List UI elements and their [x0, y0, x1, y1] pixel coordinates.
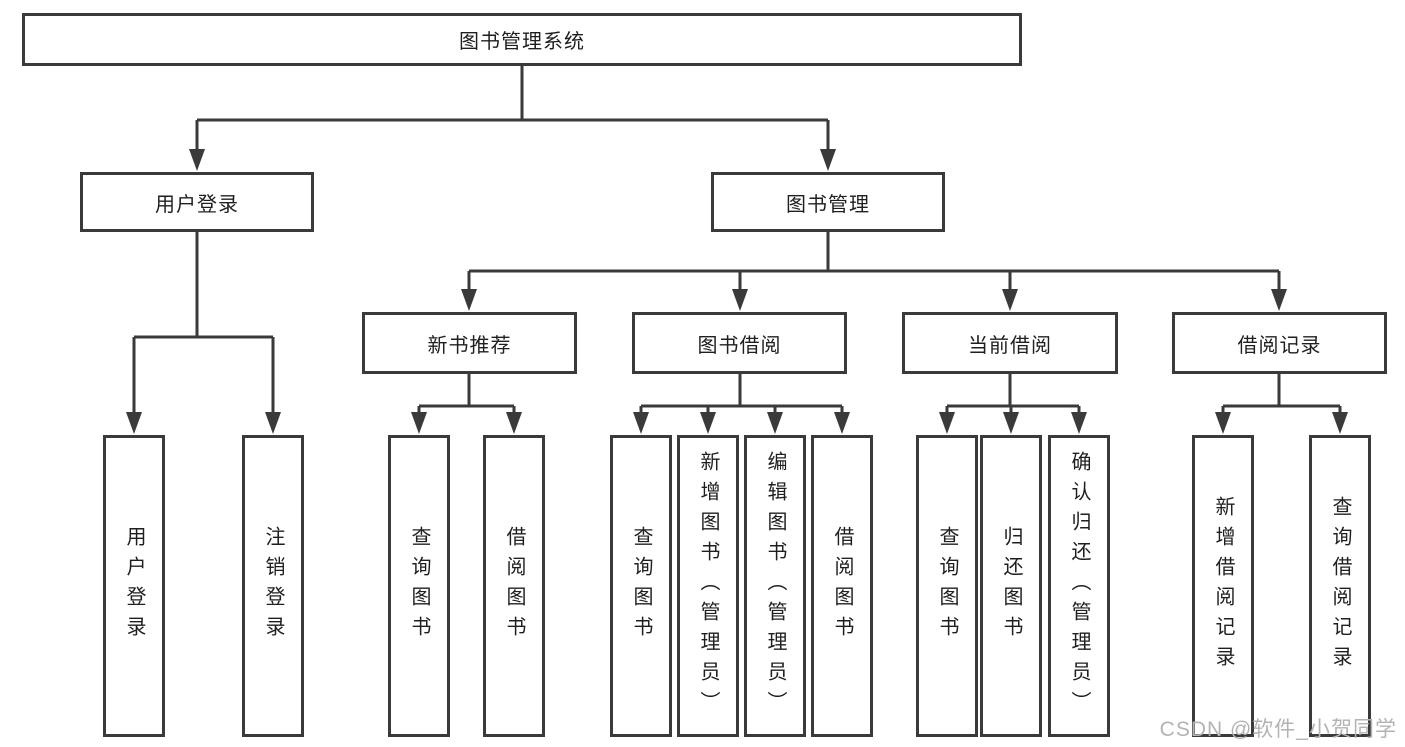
leaf-query-books-2: 查询图书: [610, 435, 672, 737]
node-label: 用户登录: [155, 193, 239, 216]
leaf-label: 新增图书（管理员）: [697, 451, 719, 721]
node-new-book-recommendation: 新书推荐: [362, 312, 577, 374]
leaf-user-login: 用户登录: [103, 435, 165, 737]
watermark: CSDN @软件_小贺同学: [1159, 718, 1397, 741]
leaf-query-borrow-record: 查询借阅记录: [1309, 435, 1371, 737]
leaf-label: 新增借阅记录: [1212, 496, 1234, 676]
leaf-label: 借阅图书: [503, 526, 525, 646]
leaf-return-books: 归还图书: [980, 435, 1042, 737]
leaf-borrow-books-1: 借阅图书: [483, 435, 545, 737]
node-current-borrowing: 当前借阅: [902, 312, 1118, 374]
node-label: 当前借阅: [968, 334, 1052, 357]
node-user-login: 用户登录: [80, 172, 314, 232]
leaf-confirm-return-admin: 确认归还（管理员）: [1048, 435, 1110, 737]
node-label: 图书借阅: [697, 334, 782, 357]
leaf-label: 查询图书: [630, 526, 652, 646]
leaf-label: 查询借阅记录: [1329, 496, 1351, 676]
leaf-query-books-3: 查询图书: [916, 435, 978, 737]
leaf-label: 查询图书: [408, 526, 430, 646]
leaf-query-books-1: 查询图书: [388, 435, 450, 737]
node-label: 借阅记录: [1237, 334, 1322, 357]
node-book-borrowing: 图书借阅: [632, 312, 847, 374]
node-borrowing-records: 借阅记录: [1172, 312, 1387, 374]
node-label: 新书推荐: [427, 334, 512, 357]
leaf-borrow-books-2: 借阅图书: [811, 435, 873, 737]
leaf-edit-book-admin: 编辑图书（管理员）: [744, 435, 806, 737]
node-label: 图书管理: [786, 193, 870, 216]
leaf-label: 归还图书: [1000, 526, 1022, 646]
leaf-add-book-admin: 新增图书（管理员）: [677, 435, 739, 737]
node-label: 图书管理系统: [459, 31, 585, 53]
leaf-label: 用户登录: [123, 526, 145, 646]
leaf-add-borrow-record: 新增借阅记录: [1192, 435, 1254, 737]
leaf-label: 编辑图书（管理员）: [764, 451, 786, 721]
leaf-logout: 注销登录: [242, 435, 304, 737]
node-library-management-system: 图书管理系统: [22, 13, 1022, 66]
leaf-label: 确认归还（管理员）: [1068, 451, 1090, 721]
leaf-label: 借阅图书: [831, 526, 853, 646]
leaf-label: 查询图书: [936, 526, 958, 646]
leaf-label: 注销登录: [262, 526, 284, 646]
node-book-management: 图书管理: [711, 172, 945, 232]
